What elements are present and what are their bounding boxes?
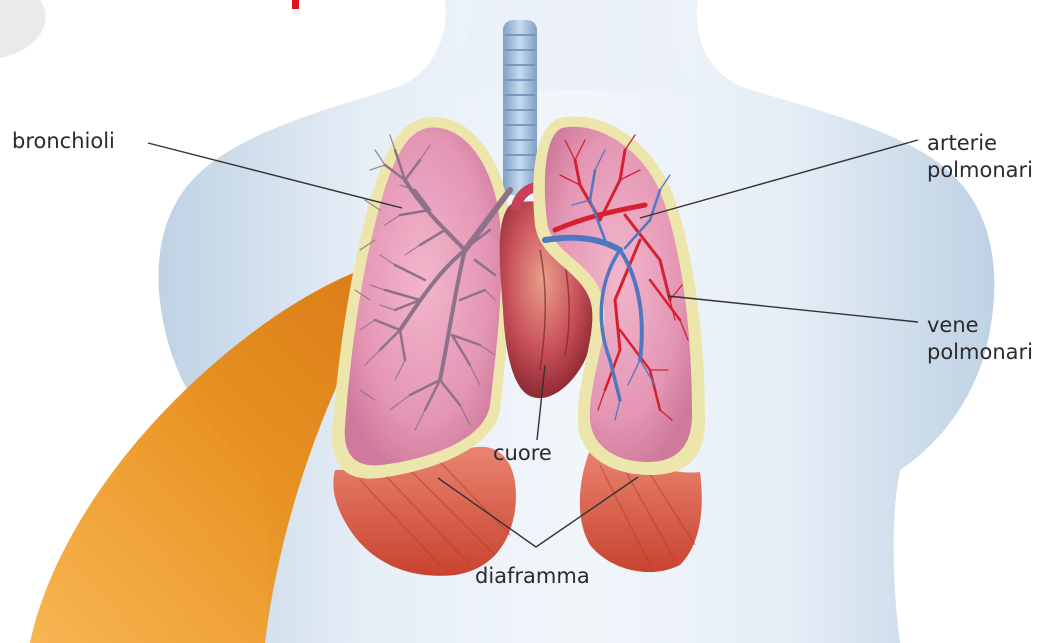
label-arterie-line2: polmonari [927,157,1033,184]
corner-decoration [0,0,46,58]
label-arterie-polmonari: arterie polmonari [927,130,1033,185]
label-vene-polmonari: vene polmonari [927,312,1033,367]
label-cuore: cuore [493,440,552,467]
header-red-mark [292,0,299,9]
label-bronchioli: bronchioli [12,128,115,155]
trachea [503,20,537,195]
label-arterie-line1: arterie [927,130,1033,157]
label-diaframma: diaframma [475,563,590,590]
label-vene-line2: polmonari [927,339,1033,366]
label-vene-line1: vene [927,312,1033,339]
